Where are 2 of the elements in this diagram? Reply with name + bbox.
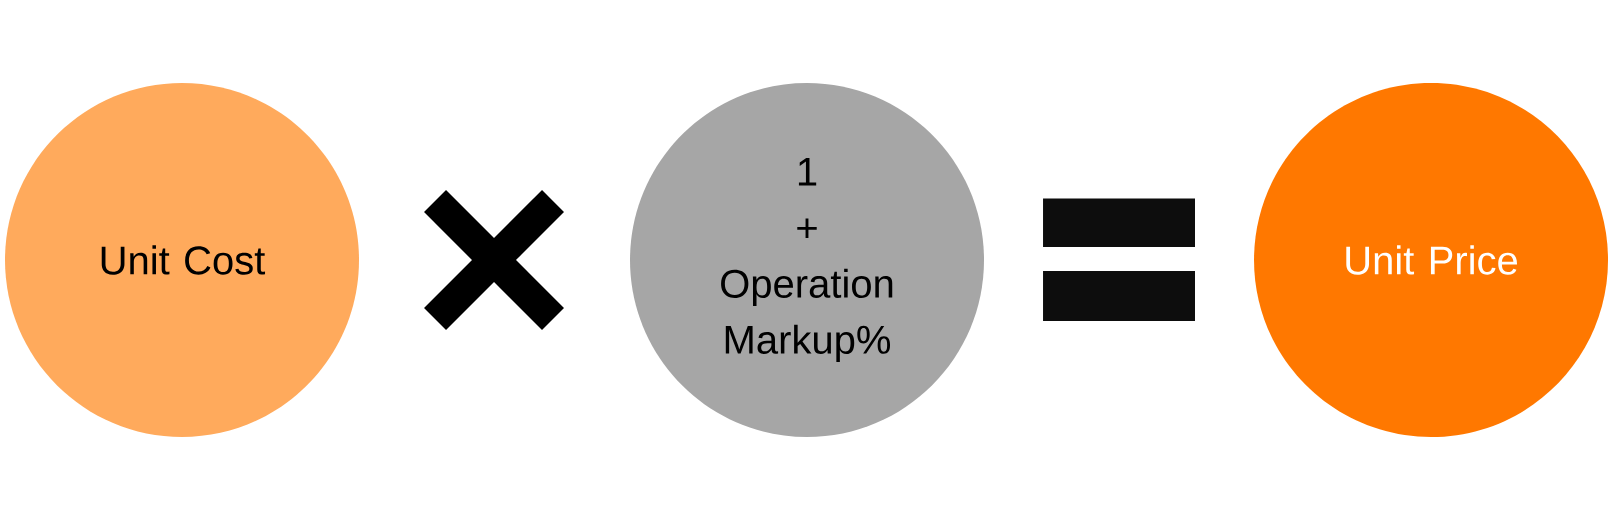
times-sign xyxy=(424,190,564,330)
equals-sign xyxy=(1043,198,1195,321)
